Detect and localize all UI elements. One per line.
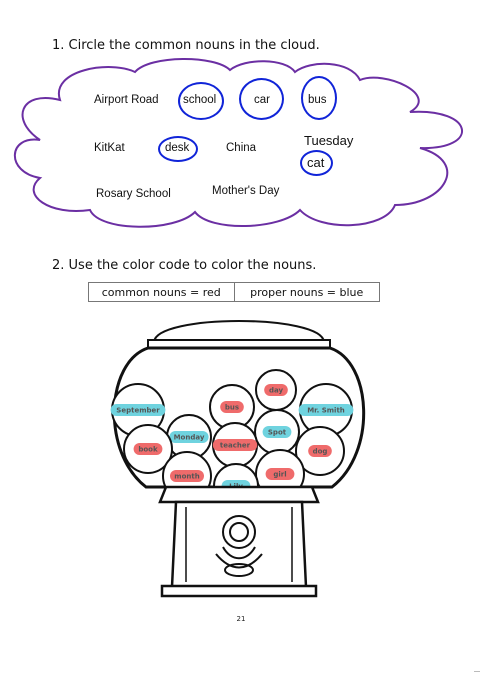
word-rosary-school: Rosary School — [96, 188, 171, 200]
gumball-label: month — [174, 473, 199, 481]
gumball-teacher: teacher — [212, 422, 258, 468]
color-code-table: common nouns = red proper nouns = blue — [88, 282, 380, 302]
machine-base — [158, 485, 320, 598]
cloud-shape — [13, 58, 464, 228]
word-china: China — [226, 142, 257, 154]
gumball-label: day — [269, 387, 284, 395]
circle-school — [178, 82, 224, 120]
color-code-proper: proper nouns = blue — [250, 285, 364, 299]
word-kitkat: KitKat — [94, 142, 125, 154]
gumball-mr-smith: Mr. Smith — [298, 383, 354, 437]
gumball-bus: bus — [209, 384, 255, 430]
gumball-label: Mr. Smith — [307, 407, 345, 415]
circle-desk — [158, 136, 198, 162]
machine-lid — [147, 320, 331, 349]
page-number: 21 — [236, 615, 246, 623]
circle-bus — [301, 76, 337, 120]
gumball-dog: dog — [295, 426, 345, 476]
gumball-label: Spot — [268, 429, 287, 437]
gumball-label: September — [116, 407, 160, 415]
circle-cat — [300, 150, 333, 176]
gumball-monday: Monday — [166, 414, 212, 460]
gumball-spot: Spot — [254, 409, 300, 455]
gumball-day: day — [255, 369, 297, 411]
gumball-label: book — [138, 446, 158, 454]
word-airport-road: Airport Road — [94, 94, 159, 106]
word-tuesday: Tuesday — [304, 133, 354, 148]
circle-car — [239, 78, 284, 120]
word-mothers-day: Mother's Day — [212, 185, 280, 197]
gumball-label: dog — [313, 448, 328, 456]
gumball-label: girl — [273, 471, 286, 479]
page-corner-mark — [474, 671, 480, 672]
gumball-book: book — [123, 424, 173, 474]
gumball-label: bus — [225, 404, 239, 412]
color-code-common: common nouns = red — [101, 285, 221, 299]
gumball-september: September — [110, 383, 166, 437]
question-1-text: 1. Circle the common nouns in the cloud. — [52, 38, 320, 53]
gumball-label: teacher — [220, 442, 251, 450]
question-2-text: 2. Use the color code to color the nouns… — [52, 258, 317, 273]
gumball-label: Monday — [174, 434, 205, 442]
coin-knob — [215, 515, 263, 577]
